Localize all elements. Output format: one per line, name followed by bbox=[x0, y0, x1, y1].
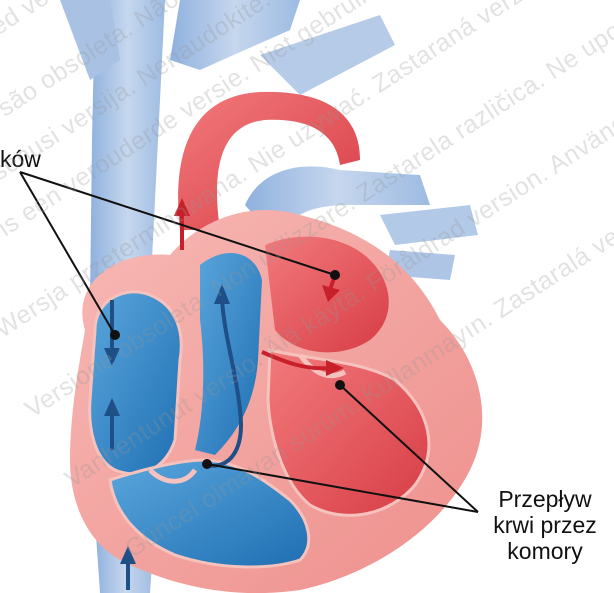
pointer-dot-left-atrium bbox=[330, 270, 340, 280]
right-atrium bbox=[90, 292, 182, 474]
ventricles-label-line-1: Przepływ bbox=[480, 486, 610, 512]
ventricles-label: Przepływ krwi przez komory bbox=[480, 486, 610, 564]
ventricles-label-line-2: krwi przez bbox=[480, 512, 610, 538]
pulmonary-vein bbox=[380, 205, 478, 245]
pointer-dot-right-ventricle bbox=[202, 459, 212, 469]
atria-label: ków bbox=[0, 146, 41, 172]
ventricles-label-line-3: komory bbox=[480, 538, 610, 564]
pointer-dot-left-ventricle bbox=[335, 380, 345, 390]
pointer-dot-right-atrium bbox=[110, 330, 120, 340]
